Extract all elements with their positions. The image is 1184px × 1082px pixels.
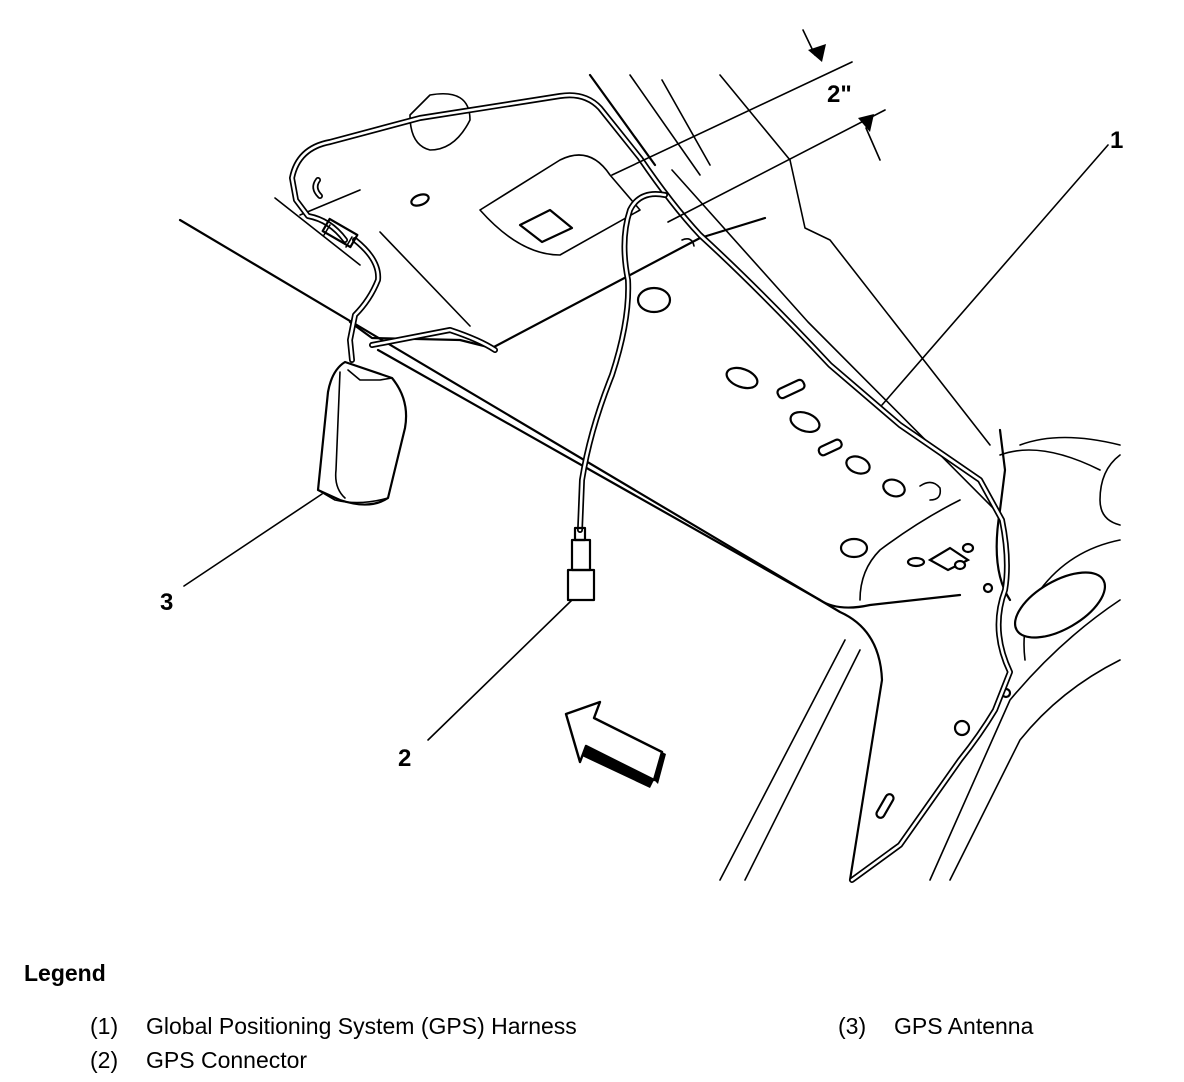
legend-item-label: GPS Antenna (894, 1013, 1034, 1039)
view-arrow-icon (564, 700, 666, 788)
panel-holes (410, 193, 1107, 819)
legend-item-number: (2) (90, 1047, 119, 1073)
callout-leader-3 (183, 493, 323, 587)
dimension-2in: 2" (611, 29, 886, 223)
antenna-pocket (409, 93, 641, 256)
inline-connector (321, 217, 359, 249)
gps-harness (289, 92, 1013, 883)
legend-item-harness: (1) Global Positioning System (GPS) Harne… (90, 1013, 577, 1040)
legend-item-label: GPS Connector (146, 1047, 308, 1073)
dimension-label: 2" (827, 81, 852, 108)
legend-item-antenna: (3) GPS Antenna (838, 1013, 1033, 1040)
callouts: 1 2 3 (160, 127, 1123, 772)
legend-item-label: Global Positioning System (GPS) Harness (146, 1013, 577, 1039)
legend: Legend (1) Global Positioning System (GPS… (0, 950, 1184, 1082)
legend-item-number: (3) (838, 1013, 867, 1039)
callout-leader-1 (881, 144, 1109, 406)
gps-harness-diagram: 2" 1 2 3 (160, 29, 1123, 883)
callout-1: 1 (1110, 127, 1123, 154)
callout-2: 2 (398, 745, 411, 772)
headliner-panel (178, 73, 1121, 882)
callout-3: 3 (160, 589, 173, 616)
legend-item-connector: (2) GPS Connector (90, 1047, 307, 1074)
gps-antenna (316, 360, 408, 506)
legend-title: Legend (24, 960, 106, 986)
callout-leader-2 (427, 599, 573, 741)
gps-connector (566, 526, 596, 602)
legend-item-number: (1) (90, 1013, 119, 1039)
